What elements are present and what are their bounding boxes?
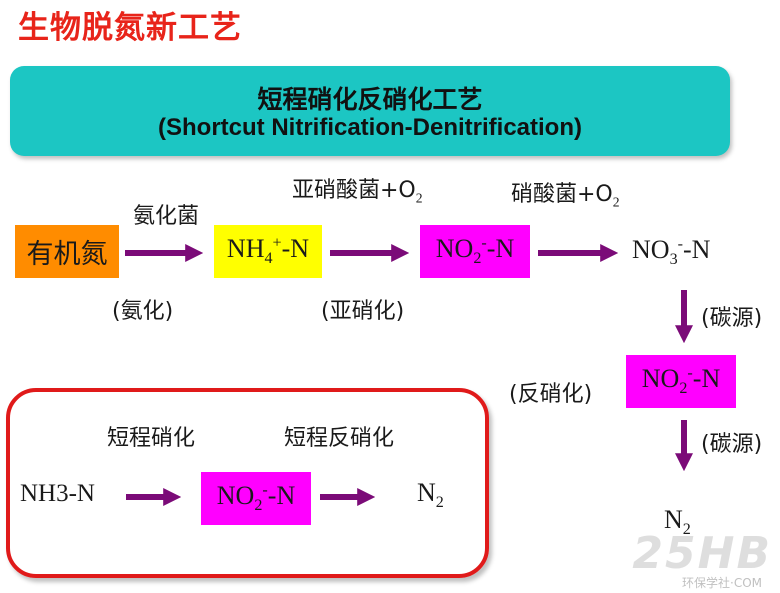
n2-formula-shortcut: N2 xyxy=(417,478,444,512)
no2-denitrification-box: NO2--N xyxy=(626,355,736,408)
watermark-logo: 25HB xyxy=(632,528,772,579)
shortcut-nitrification-label: 短程硝化 xyxy=(107,426,196,451)
page-title: 生物脱氮新工艺 xyxy=(18,10,242,46)
nitrate-bacteria-label: 硝酸菌+O2 xyxy=(511,182,620,210)
n2-formula-main: N2 xyxy=(664,505,691,539)
banner-title-cn: 短程硝化反硝化工艺 xyxy=(257,85,483,114)
nh3-formula: NH3-N xyxy=(20,480,95,507)
banner-title-en: (Shortcut Nitrification-Denitrification) xyxy=(158,114,582,141)
process-banner xyxy=(10,66,730,156)
nh4-box: NH4+-N xyxy=(214,225,322,278)
denitrification-label: (反硝化) xyxy=(509,382,593,407)
carbon-source-label-1: (碳源) xyxy=(701,306,763,331)
no2-shortcut-box: NO2--N xyxy=(201,472,311,525)
no2-shortcut-formula: NO2--N xyxy=(216,481,296,515)
no2-box: NO2--N xyxy=(420,225,530,278)
organic-nitrogen-label: 有机氮 xyxy=(26,239,108,270)
watermark-text: 环保学社·COM xyxy=(682,576,762,590)
nh4-formula: NH4+-N xyxy=(226,234,310,268)
shortcut-denitrification-label: 短程反硝化 xyxy=(284,426,395,451)
organic-nitrogen-box: 有机氮 xyxy=(15,225,119,278)
no2-formula: NO2--N xyxy=(435,234,515,268)
ammonification-label: (氨化) xyxy=(112,299,174,324)
nitritation-label: (亚硝化) xyxy=(321,299,405,324)
no2-denitrification-formula: NO2--N xyxy=(641,364,721,398)
no3-formula: NO3--N xyxy=(632,235,711,269)
shortcut-process-frame xyxy=(6,388,489,578)
ammonifying-bacteria-label: 氨化菌 xyxy=(133,204,200,229)
nitrite-bacteria-label: 亚硝酸菌+O2 xyxy=(292,178,423,206)
carbon-source-label-2: (碳源) xyxy=(701,432,763,457)
